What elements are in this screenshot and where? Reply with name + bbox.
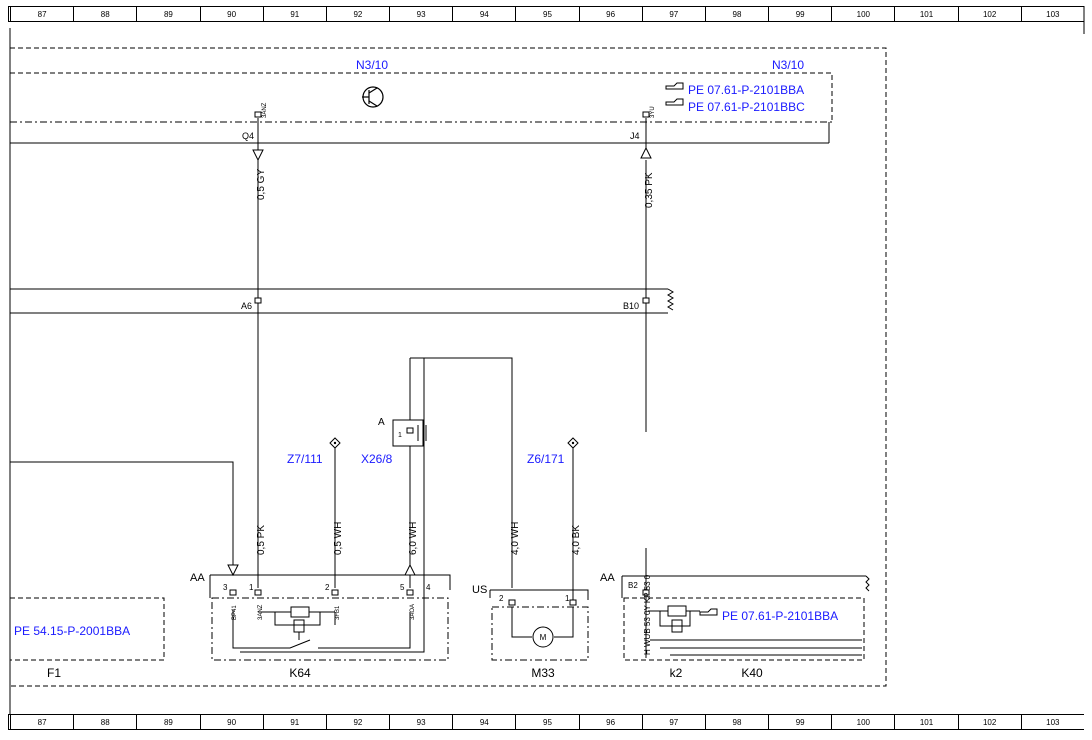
reference-hand-icon <box>665 98 684 106</box>
wire-direction-arrow <box>404 563 416 576</box>
pin-code: BP41 <box>232 605 238 620</box>
transistor-icon <box>362 86 384 108</box>
ruler-column-number: 93 <box>389 715 452 729</box>
pin-code: 3FB1 <box>335 605 341 620</box>
reference-hand-icon <box>665 82 684 90</box>
motor-icon: M <box>540 633 547 642</box>
ruler-column-number: 98 <box>704 715 768 729</box>
component-label-f1: F1 <box>47 666 61 680</box>
pin-number: 2 <box>499 594 504 603</box>
ruler-column-number: 102 <box>957 715 1021 729</box>
wire-direction-arrow <box>640 146 652 159</box>
wire-label: 0,5 WH <box>333 522 344 555</box>
ruler-column-number: 100 <box>831 715 894 729</box>
connector-label-a6: A6 <box>241 301 252 311</box>
pin-number: 5 <box>400 583 405 592</box>
ruler-column-number: 101 <box>894 7 957 21</box>
ruler-column-number: 99 <box>768 715 831 729</box>
wire-label: 4,0 BK <box>571 525 582 555</box>
pin-code: 3ANZ <box>262 102 268 118</box>
ruler-column-number: 97 <box>641 715 705 729</box>
ruler-column-number: 99 <box>768 7 831 21</box>
ruler-column-number: 103 <box>1020 7 1084 21</box>
module-label-right: N3/10 <box>772 58 804 72</box>
reference-hand-icon <box>699 608 718 616</box>
wire-label: 0,5 PK <box>256 525 267 555</box>
ruler-column-number: 100 <box>831 7 894 21</box>
component-label-k40: K40 <box>741 666 763 680</box>
ruler-column-number: 92 <box>325 715 389 729</box>
ruler-column-number: 94 <box>452 715 515 729</box>
ruler-column-number: 101 <box>894 715 957 729</box>
connector-label-aa: AA <box>190 572 205 584</box>
wire-direction-arrow <box>252 149 264 162</box>
ruler-edge <box>8 7 10 21</box>
pin-code: H WUB 53 0Y KP 53 0 <box>643 574 652 655</box>
pin-number: 4 <box>426 583 431 592</box>
pin-number: 1 <box>565 594 570 603</box>
ruler-edge <box>8 715 10 729</box>
ruler-column-number: 88 <box>73 715 136 729</box>
connector-label-b10: B10 <box>623 301 639 311</box>
wire-label: 0,5 GY <box>256 169 267 200</box>
pin-number: 3 <box>223 583 228 592</box>
ruler-column-number: 91 <box>262 715 326 729</box>
component-label-k2: k2 <box>670 666 683 680</box>
outer-frame <box>10 47 887 687</box>
ground-ref-label[interactable]: Z7/111 <box>287 452 323 466</box>
pin-label-j4: J4 <box>630 131 640 141</box>
reference-link[interactable]: PE 07.61-P-2101BBC <box>688 100 805 114</box>
wire-label: 0,35 PK <box>644 172 655 208</box>
ruler-column-number: 102 <box>957 7 1021 21</box>
connector-pin-1: 1 <box>398 432 402 439</box>
wire-label: 4,0 WH <box>510 522 521 555</box>
connector-pin-a: A <box>378 417 385 428</box>
ground-ref-label[interactable]: Z6/171 <box>527 452 565 466</box>
ruler-column-number: 87 <box>10 715 73 729</box>
pin-label-q4: Q4 <box>242 131 254 141</box>
ruler-column-number: 90 <box>199 715 263 729</box>
pin-number: 2 <box>325 583 330 592</box>
module-label-left: N3/10 <box>356 58 388 72</box>
connector-label-aa: AA <box>600 572 615 584</box>
pin-number: 1 <box>249 583 254 592</box>
pin-code: 3AOA <box>410 604 416 620</box>
ruler-column-number: 89 <box>136 7 199 21</box>
ruler-column-number: 95 <box>515 715 578 729</box>
pin-code: 3YU <box>650 106 656 118</box>
wire-label: 6,0 WH <box>408 522 419 555</box>
component-label-m33: M33 <box>531 666 555 680</box>
connector-label-us: US <box>472 584 487 596</box>
ruler-column-number: 92 <box>325 7 389 21</box>
ruler-column-number: 89 <box>136 715 199 729</box>
ruler-column-number: 97 <box>641 7 705 21</box>
pin-code: 3ANZ <box>258 604 264 620</box>
ruler-column-number: 98 <box>704 7 768 21</box>
ruler-column-number: 90 <box>199 7 263 21</box>
ruler-column-number: 93 <box>389 7 452 21</box>
ruler-column-number: 96 <box>578 7 642 21</box>
ruler-column-number: 91 <box>262 7 326 21</box>
component-label-x26-8[interactable]: X26/8 <box>361 452 393 466</box>
ruler-column-number: 103 <box>1020 715 1084 729</box>
reference-link[interactable]: PE 07.61-P-2101BBA <box>688 83 804 97</box>
ruler-column-number: 87 <box>10 7 73 21</box>
ruler-column-number: 95 <box>515 7 578 21</box>
ruler-column-number: 88 <box>73 7 136 21</box>
component-label-k64: K64 <box>289 666 311 680</box>
pin-label-b2: B2 <box>628 581 638 590</box>
reference-link[interactable]: PE 54.15-P-2001BBA <box>14 624 130 638</box>
ruler-column-number: 94 <box>452 7 515 21</box>
reference-link[interactable]: PE 07.61-P-2101BBA <box>722 609 838 623</box>
wire-direction-arrow <box>227 564 239 577</box>
ruler-column-number: 96 <box>578 715 642 729</box>
